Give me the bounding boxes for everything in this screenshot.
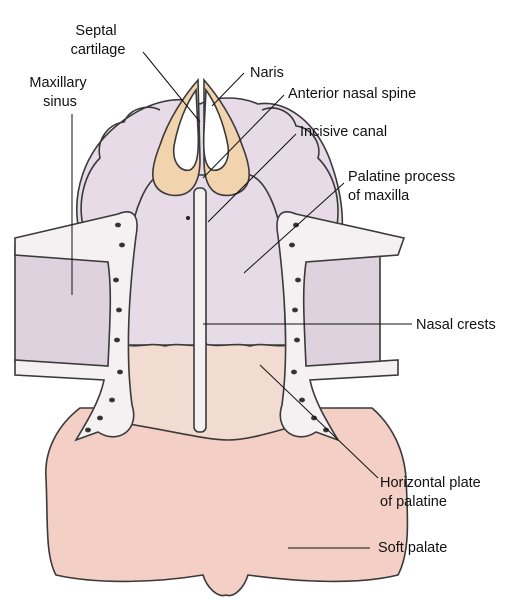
cancellous-pore [85,427,92,433]
label-naris: Naris [250,65,284,81]
cancellous-pore [119,242,126,248]
naris-right [202,87,230,171]
label-septal-cartilage: Septal cartilage [71,23,126,58]
nasal-crest-ridge [193,187,207,433]
leader-lines [71,51,412,549]
cancellous-struts [14,211,406,442]
soft-palate-region [45,407,409,597]
cancellous-pore [293,337,300,343]
cancellous-pore [113,277,120,283]
label-nasal-crests: Nasal crests [416,317,496,333]
cancellous-pore [290,369,297,375]
nasal-cartilage [152,77,250,197]
maxillary-sinus-left [14,244,123,371]
label-horizontal-plate: Horizontal plate of palatine [380,475,485,510]
cancellous-pore [117,369,124,375]
alveolar-ridge-edge [80,106,339,233]
incisive-canal-dot [186,216,190,220]
cancellous-pore [109,397,116,403]
anatomy-illustration [14,77,409,597]
cancellous-pore [291,307,298,313]
label-maxillary-sinus: Maxillary sinus [29,75,90,110]
cancellous-pore [294,277,301,283]
cancellous-pore [115,222,122,228]
naris-left [172,87,200,171]
labels: Septal cartilage Naris Maxillary sinus A… [29,23,495,556]
label-incisive-canal: Incisive canal [300,124,387,140]
label-palatine-process: Palatine process of maxilla [348,169,459,204]
cancellous-pore [97,415,104,421]
cancellous-pore [298,397,305,403]
label-anterior-nasal-spine: Anterior nasal spine [288,86,416,102]
cancellous-pore [116,307,123,313]
cancellous-pore [114,337,121,343]
label-soft-palate: Soft palate [378,540,447,556]
cancellous-pore [288,242,295,248]
